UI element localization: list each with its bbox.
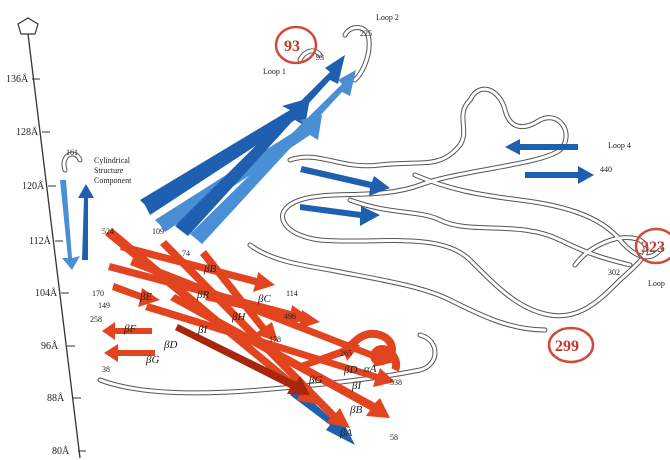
residue-number: 265 bbox=[340, 349, 352, 358]
residue-number: 538 bbox=[390, 378, 402, 387]
tick-label: 120Å bbox=[22, 180, 45, 192]
blue-strand bbox=[525, 166, 594, 184]
residue-number: 161 bbox=[66, 148, 78, 157]
residue-number: 225 bbox=[360, 29, 372, 38]
cylindrical-label: Structure bbox=[94, 166, 124, 175]
blue-strand bbox=[60, 180, 80, 270]
loop-1-label: Loop 1 bbox=[263, 67, 286, 76]
residue-number: 302 bbox=[608, 268, 620, 277]
strand-label: βR bbox=[196, 289, 209, 301]
blue-strand bbox=[300, 166, 390, 196]
tick-label: 104Å bbox=[35, 287, 58, 299]
residue-number: 58 bbox=[390, 433, 398, 442]
tick-label: 80Å bbox=[52, 445, 70, 457]
cylindrical-label: Component bbox=[94, 176, 132, 185]
strand-label: βA bbox=[339, 427, 352, 439]
tick-label: 136Å bbox=[6, 73, 29, 85]
residue-number: 38 bbox=[102, 365, 110, 374]
residue-number: 178 bbox=[269, 335, 281, 344]
strand-label: βE bbox=[139, 291, 152, 303]
strand-label: βG bbox=[308, 374, 322, 386]
strand-label: βC bbox=[257, 293, 271, 305]
residue-number: 258 bbox=[90, 315, 102, 324]
tick-label: 112Å bbox=[29, 235, 52, 247]
strand-label: βI bbox=[351, 380, 362, 392]
loop-right-label: Loop bbox=[648, 279, 665, 288]
strand-label: βF bbox=[123, 323, 136, 335]
strand-label: βD bbox=[163, 339, 177, 351]
tick-label: 96Å bbox=[41, 340, 59, 352]
strand-label: βB bbox=[203, 263, 216, 275]
residue-number: 496 bbox=[284, 312, 296, 321]
loop-2-label: Loop 2 bbox=[376, 13, 399, 22]
strand-label: αA bbox=[364, 363, 377, 375]
circled-number: 299 bbox=[555, 338, 579, 355]
blue-strand bbox=[78, 184, 94, 260]
red-strand bbox=[112, 283, 160, 307]
residue-number: 114 bbox=[286, 289, 298, 298]
residue-number: 440 bbox=[600, 165, 612, 174]
strand-label: βD bbox=[343, 364, 357, 376]
cylindrical-label: Cylindrical bbox=[94, 156, 131, 165]
tick-label: 88Å bbox=[47, 392, 65, 404]
residue-number: 149 bbox=[98, 301, 110, 310]
tick-label: 128Å bbox=[16, 126, 39, 138]
blue-strand bbox=[140, 98, 310, 215]
strand-label: βG bbox=[145, 354, 159, 366]
residue-number: 524 bbox=[102, 227, 114, 236]
residue-number: 109 bbox=[152, 227, 164, 236]
circled-number: 323 bbox=[641, 239, 665, 256]
loop-4-label: Loop 4 bbox=[608, 141, 631, 150]
residue-number: 93 bbox=[316, 53, 324, 62]
red-strands bbox=[102, 228, 396, 428]
pentagon-icon bbox=[18, 18, 38, 34]
residue-number: 170 bbox=[92, 289, 104, 298]
circled-number: 93 bbox=[284, 38, 300, 55]
angstrom-axis: 136Å 128Å 120Å 112Å 104Å 96Å 88Å 80Å bbox=[6, 18, 86, 458]
strand-label: βB bbox=[349, 404, 362, 416]
residue-number: 74 bbox=[182, 249, 190, 258]
strand-label: βH bbox=[231, 311, 246, 323]
strand-label: βI bbox=[197, 324, 208, 336]
